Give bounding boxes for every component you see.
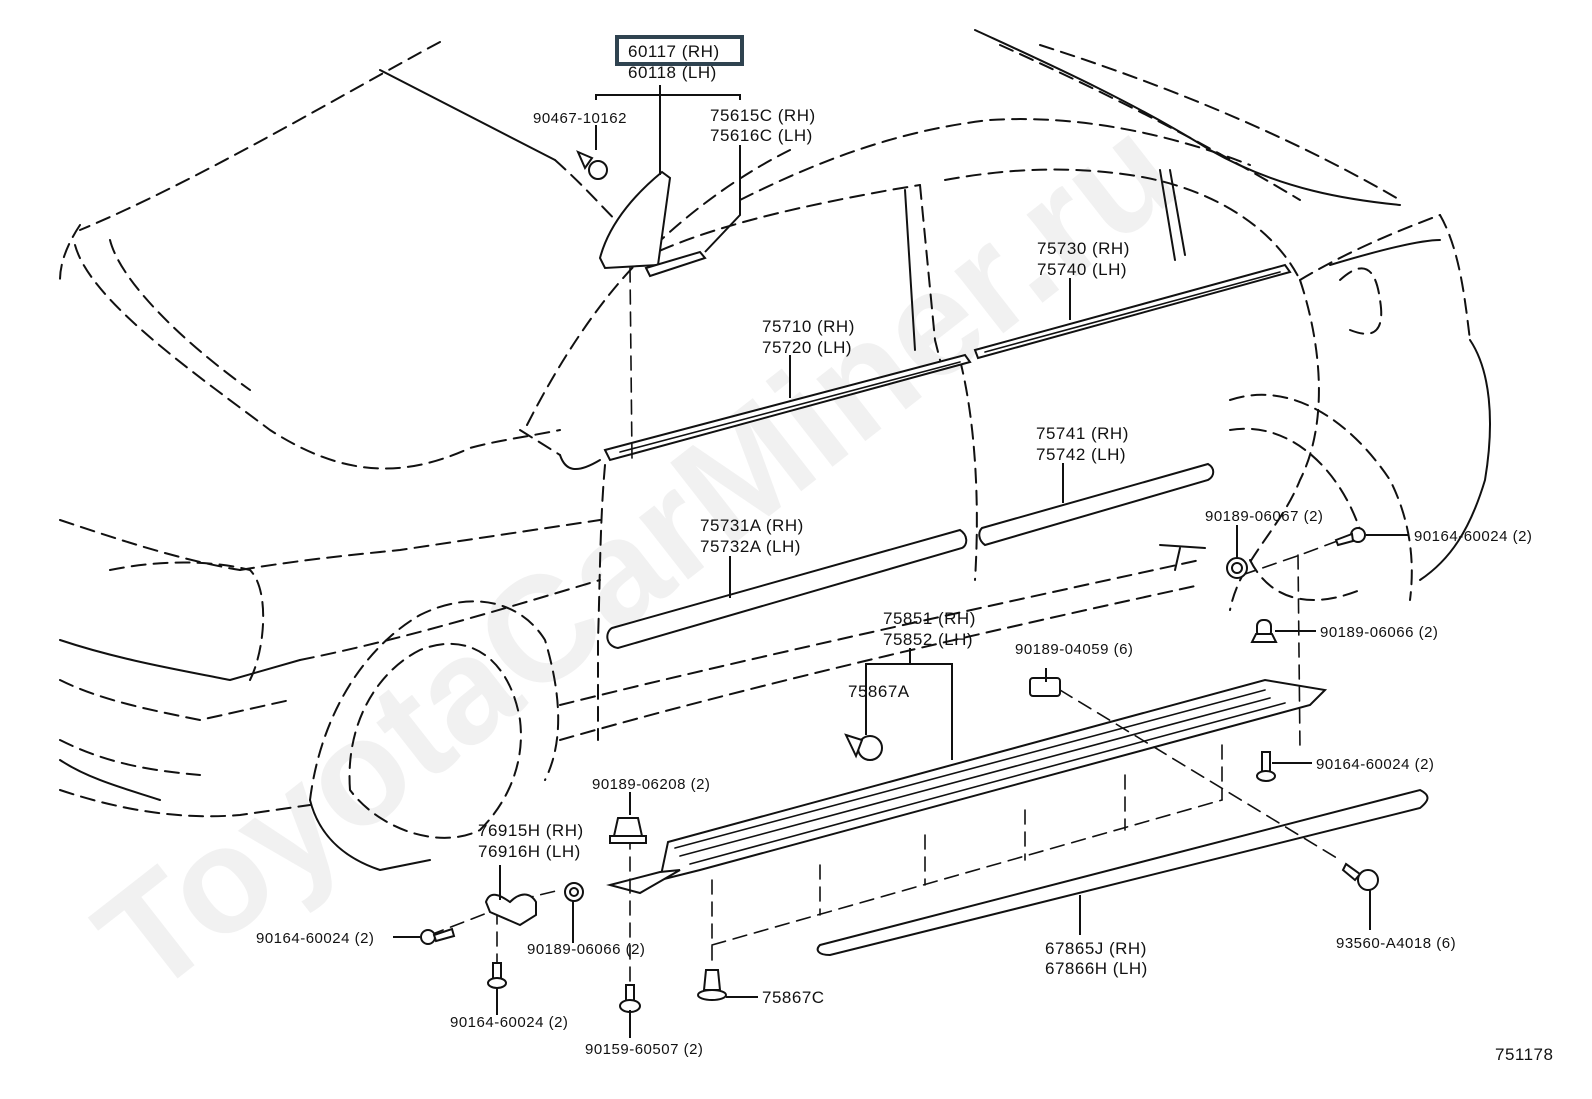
mouldings — [598, 170, 1429, 957]
part-label-60118[interactable]: 60118 (LH) — [628, 63, 717, 82]
clip-90189-06066-front-icon — [564, 882, 584, 902]
part-label-75867a[interactable]: 75867A — [848, 682, 910, 701]
part-label-75852[interactable]: 75852 (LH) — [883, 630, 973, 649]
part-label-75720[interactable]: 75720 (LH) — [762, 338, 852, 357]
part-label-90164-60024-front-bottom[interactable]: 90164-60024 (2) — [450, 1014, 568, 1031]
clip-75867a-icon — [844, 733, 883, 761]
part-label-90189-06066-rear[interactable]: 90189-06066 (2) — [1320, 624, 1438, 641]
part-label-75740[interactable]: 75740 (LH) — [1037, 260, 1127, 279]
part-label-75710[interactable]: 75710 (RH) — [762, 317, 855, 336]
screw-90164-rear-upper-icon — [1334, 527, 1366, 547]
part-label-90189-06208[interactable]: 90189-06208 (2) — [592, 776, 710, 793]
part-label-76915h[interactable]: 76915H (RH) — [478, 821, 584, 840]
mudguard-67865j-part — [816, 788, 1429, 957]
part-label-76916h[interactable]: 76916H (LH) — [478, 842, 581, 861]
fasteners — [420, 150, 1379, 1013]
moulding-75615c-part — [644, 250, 707, 278]
screw-90164-front-side-icon — [420, 927, 456, 945]
part-label-75616c[interactable]: 75616C (LH) — [710, 126, 813, 145]
screw-93560-icon — [1341, 862, 1379, 891]
part-label-90189-06066-front[interactable]: 90189-06066 (2) — [527, 941, 645, 958]
rear-door-side-moulding-part — [978, 462, 1215, 547]
part-label-90159-60507[interactable]: 90159-60507 (2) — [585, 1041, 703, 1058]
part-label-75851[interactable]: 75851 (RH) — [883, 609, 976, 628]
part-label-90164-60024-rear-lower[interactable]: 90164-60024 (2) — [1316, 756, 1434, 773]
part-label-90467-10162[interactable]: 90467-10162 — [533, 110, 627, 127]
figure-number: 751178 — [1495, 1045, 1553, 1064]
screw-90164-front-bottom-icon — [487, 962, 507, 989]
part-label-75732a[interactable]: 75732A (LH) — [700, 537, 801, 556]
car-body-outline — [59, 29, 1491, 871]
bracket-76915h-icon — [484, 893, 537, 927]
part-label-90189-04059[interactable]: 90189-04059 (6) — [1015, 641, 1133, 658]
screw-90164-rear-lower-icon — [1256, 751, 1276, 782]
part-label-93560-a4018[interactable]: 93560-A4018 (6) — [1336, 935, 1456, 952]
part-label-60117[interactable]: 60117 (RH) — [628, 42, 720, 61]
front-door-side-moulding-part — [606, 528, 968, 650]
mirror-cover-part — [598, 170, 672, 270]
clip-90189-06066-rear-icon — [1250, 619, 1278, 643]
clip-90467-icon — [576, 150, 608, 180]
part-label-75730[interactable]: 75730 (RH) — [1037, 239, 1130, 258]
highlight-box — [615, 35, 744, 66]
part-label-67865j[interactable]: 67865J (RH) — [1045, 939, 1147, 958]
part-label-90164-60024-front-side[interactable]: 90164-60024 (2) — [256, 930, 374, 947]
part-label-75867c[interactable]: 75867C — [762, 988, 825, 1007]
clip-75867c-icon — [697, 969, 727, 1001]
leader-lines — [393, 85, 1408, 1038]
bolt-90159-icon — [619, 984, 641, 1013]
nut-90189-06208-icon — [609, 817, 647, 844]
callout-labels: 60117 (RH) 60118 (LH) 90467-10162 75615C… — [256, 35, 1553, 1064]
part-label-67866h[interactable]: 67866H (LH) — [1045, 959, 1148, 978]
nut-90189-06067-icon — [1226, 557, 1248, 579]
part-label-75615c[interactable]: 75615C (RH) — [710, 106, 816, 125]
part-label-90189-06067[interactable]: 90189-06067 (2) — [1205, 508, 1323, 525]
part-label-75741[interactable]: 75741 (RH) — [1036, 424, 1129, 443]
part-label-90164-60024-rear-upper[interactable]: 90164-60024 (2) — [1414, 528, 1532, 545]
part-label-75742[interactable]: 75742 (LH) — [1036, 445, 1126, 464]
assembly-lines — [429, 267, 1341, 996]
part-label-75731a[interactable]: 75731A (RH) — [700, 516, 804, 535]
rocker-front-bracket-part — [606, 869, 681, 895]
